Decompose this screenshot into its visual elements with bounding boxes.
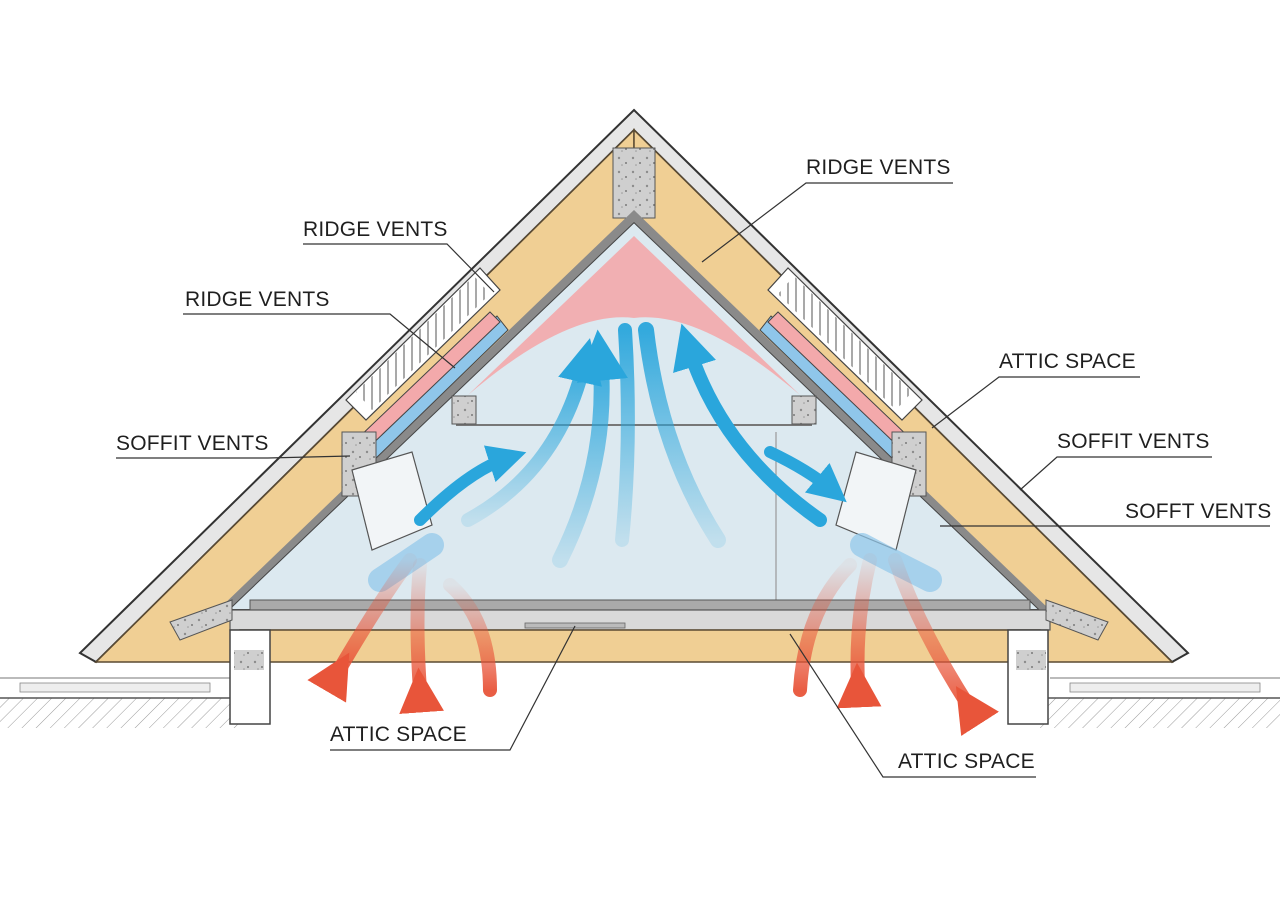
leader-line <box>789 633 1036 778</box>
warm-air-arrow <box>307 553 417 703</box>
sofft-vents-label: SOFFT VENTS <box>1125 500 1272 523</box>
cold-air-arrow <box>673 323 827 527</box>
warm-air-arrow <box>888 553 999 736</box>
soffit-vents-label: SOFFIT VENTS <box>116 432 269 455</box>
cold-air-arrow <box>461 338 602 527</box>
attic-space-label: ATTIC SPACE <box>898 750 1035 773</box>
leader-line <box>116 455 351 459</box>
leader-line <box>931 376 1140 429</box>
ridge-supports <box>451 395 817 425</box>
ridge-vents-label: RIDGE VENTS <box>185 288 330 311</box>
warm-air-arrow <box>399 558 444 714</box>
cold-air-arrow <box>764 446 847 503</box>
leader-line <box>330 625 576 751</box>
ridge-vents-label: RIDGE VENTS <box>806 156 951 179</box>
leader-line <box>701 182 953 263</box>
ridge-vents-label: RIDGE VENTS <box>303 218 448 241</box>
ceiling-joist <box>229 609 1051 663</box>
cold-air-arrow <box>615 323 635 547</box>
right-vent-channel <box>759 267 927 551</box>
left-vent-channel <box>341 267 509 551</box>
eave-walls <box>169 599 1109 725</box>
cold-air-arrow <box>638 322 726 548</box>
leader-line <box>183 313 456 369</box>
soffit-vents-label: SOFFIT VENTS <box>1057 430 1210 453</box>
cold-airflow <box>368 322 942 592</box>
warm-airflow <box>307 553 999 736</box>
ground <box>0 677 1280 728</box>
warm-air-arrow <box>836 553 882 709</box>
leader-line <box>1019 456 1212 491</box>
warm-air-arrow <box>443 578 497 697</box>
cold-air-arrow <box>414 445 527 526</box>
attic-space-label: ATTIC SPACE <box>330 723 467 746</box>
attic-space-label: ATTIC SPACE <box>999 350 1136 373</box>
warm-air-arrow <box>793 558 857 697</box>
leader-lines <box>116 182 1270 778</box>
leader-line <box>303 243 495 293</box>
